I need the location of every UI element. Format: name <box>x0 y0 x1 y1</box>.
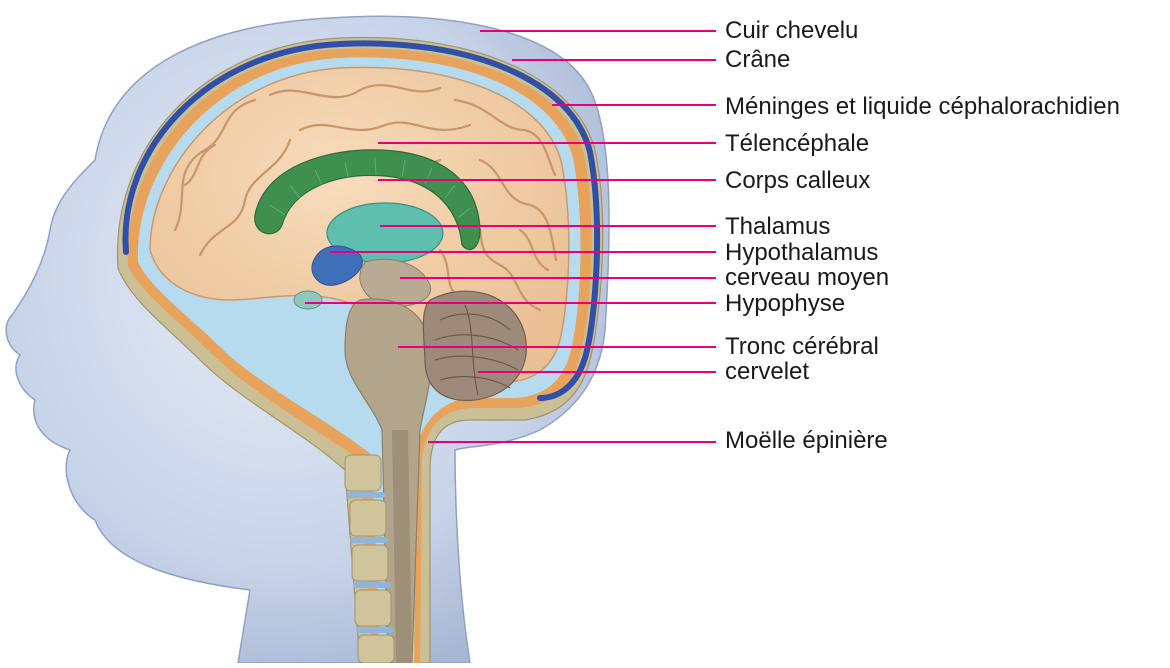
label-tronc-cerebral: Tronc cérébral <box>725 333 879 361</box>
label-thalamus: Thalamus <box>725 213 830 241</box>
label-crane: Crâne <box>725 46 790 74</box>
label-cuir-chevelu: Cuir chevelu <box>725 17 858 45</box>
label-meninges: Méninges et liquide céphalorachidien <box>725 93 1120 121</box>
label-hypophyse: Hypophyse <box>725 290 845 318</box>
label-corps-calleux: Corps calleux <box>725 167 870 195</box>
label-cerveau-moyen: cerveau moyen <box>725 264 889 292</box>
label-moelle-epiniere: Moëlle épinière <box>725 427 888 455</box>
label-telencephale: Télencéphale <box>725 130 869 158</box>
label-cervelet: cervelet <box>725 358 809 386</box>
pituitary <box>294 291 322 309</box>
label-hypothalamus: Hypothalamus <box>725 239 878 267</box>
